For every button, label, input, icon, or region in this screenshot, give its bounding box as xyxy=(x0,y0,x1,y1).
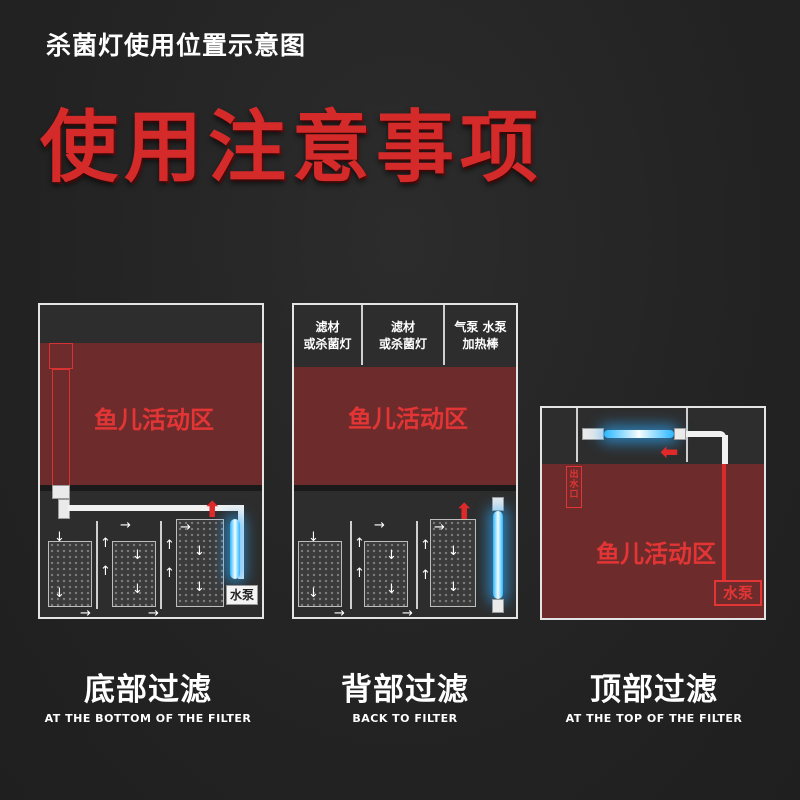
white-flow-arrow-icon: ↑ xyxy=(354,566,365,581)
white-flow-arrow-icon: → xyxy=(374,518,385,533)
white-flow-arrow-icon: ↑ xyxy=(354,536,365,551)
panel-top-filter: ⬅ 鱼儿活动区 出 水 口 水泵 xyxy=(540,406,766,620)
pump-pipe xyxy=(722,464,726,580)
white-flow-arrow-icon: ↑ xyxy=(420,538,431,553)
chamber-wall xyxy=(160,521,162,609)
fish-activity-zone xyxy=(542,464,764,618)
white-flow-arrow-icon: → xyxy=(402,606,413,619)
uv-lamp-cap xyxy=(582,428,604,440)
compartment-label-media: 滤材 或杀菌灯 xyxy=(378,320,427,351)
filter-divider xyxy=(40,485,262,491)
white-flow-arrow-icon: → xyxy=(434,520,445,535)
panel-bottom-filter: 鱼儿活动区 水泵 ⬆ ↓ ↓ ↑ ↑ → ↓ ↓ ↑ ↑ → ↓ ↓ → → xyxy=(38,303,264,619)
white-flow-arrow-icon: ↑ xyxy=(164,538,175,553)
caption-en-bottom-filter: AT THE BOTTOM OF THE FILTER xyxy=(44,712,252,725)
white-flow-arrow-icon: ↓ xyxy=(132,548,143,563)
page-title: 使用注意事项 xyxy=(40,103,545,193)
white-flow-arrow-icon: ↓ xyxy=(308,530,319,545)
uv-lamp-tube xyxy=(230,519,240,579)
fish-zone-label: 鱼儿活动区 xyxy=(348,405,468,433)
uv-lamp-cap xyxy=(492,497,504,511)
compartment-wall xyxy=(361,305,363,365)
filter-chamber xyxy=(48,541,92,607)
uv-lamp-tube xyxy=(604,430,674,438)
white-flow-arrow-icon: → xyxy=(120,518,131,533)
white-flow-arrow-icon: ↓ xyxy=(194,544,205,559)
compartment-label-media: 滤材 或杀菌灯 xyxy=(303,320,352,351)
red-arrow-icon: ⬆ xyxy=(455,500,474,525)
chamber-wall xyxy=(350,521,352,609)
white-flow-arrow-icon: ↓ xyxy=(54,586,65,601)
caption-en-back-filter: BACK TO FILTER xyxy=(352,712,458,725)
water-pump-box: 水泵 xyxy=(714,580,762,606)
panel-back-filter: 滤材 或杀菌灯 滤材 或杀菌灯 气泵 水泵 加热棒 鱼儿活动区 ⬆ ↓ ↓ ↑ … xyxy=(292,303,518,619)
white-flow-arrow-icon: → xyxy=(180,520,191,535)
diagram-subtitle: 杀菌灯使用位置示意图 xyxy=(46,31,307,60)
fish-zone-label: 鱼儿活动区 xyxy=(94,406,214,434)
uv-lamp-tube xyxy=(493,511,503,599)
compartment-wall xyxy=(576,408,578,462)
filter-chamber xyxy=(112,541,156,607)
outlet-pipe xyxy=(238,505,244,579)
red-arrow-icon: ⬅ xyxy=(660,440,679,465)
water-pump-box: 水泵 xyxy=(226,585,258,605)
chamber-wall xyxy=(96,521,98,609)
fish-activity-zone xyxy=(294,367,516,485)
white-flow-arrow-icon: ↓ xyxy=(448,544,459,559)
white-flow-arrow-icon: ↑ xyxy=(100,564,111,579)
white-flow-arrow-icon: ↓ xyxy=(194,580,205,595)
return-pipe xyxy=(722,435,728,465)
caption-back-filter: 背部过滤 xyxy=(341,672,469,708)
uv-lamp-cap xyxy=(492,599,504,613)
white-flow-arrow-icon: ↓ xyxy=(448,580,459,595)
compartment-wall xyxy=(443,305,445,365)
white-flow-arrow-icon: ↑ xyxy=(420,568,431,583)
white-flow-arrow-icon: ↑ xyxy=(100,536,111,551)
return-pipe xyxy=(686,431,726,437)
caption-en-top-filter: AT THE TOP OF THE FILTER xyxy=(565,712,743,725)
white-flow-arrow-icon: ↓ xyxy=(308,586,319,601)
white-flow-arrow-icon: → xyxy=(80,606,91,619)
caption-top-filter: 顶部过滤 xyxy=(590,672,718,708)
uv-lamp-cap xyxy=(674,428,686,440)
white-flow-arrow-icon: ↓ xyxy=(386,582,397,597)
inlet-pipe-outline xyxy=(49,343,73,369)
filter-chamber xyxy=(364,541,408,607)
compartment-label-equipment: 气泵 水泵 加热棒 xyxy=(454,320,507,351)
white-flow-arrow-icon: ↓ xyxy=(54,530,65,545)
filter-chamber xyxy=(430,519,476,607)
water-outlet-label: 出 水 口 xyxy=(566,466,582,508)
white-flow-arrow-icon: ↓ xyxy=(132,582,143,597)
white-flow-arrow-icon: → xyxy=(148,606,159,619)
outlet-pipe xyxy=(68,505,244,511)
filter-chamber xyxy=(176,519,224,607)
inlet-connector xyxy=(52,485,70,499)
white-flow-arrow-icon: ↑ xyxy=(164,566,175,581)
white-flow-arrow-icon: → xyxy=(334,606,345,619)
filter-divider xyxy=(294,485,516,491)
white-flow-arrow-icon: ↓ xyxy=(386,548,397,563)
filter-chamber xyxy=(298,541,342,607)
red-arrow-icon: ⬆ xyxy=(203,498,222,523)
fish-activity-zone xyxy=(40,343,262,485)
fish-zone-label: 鱼儿活动区 xyxy=(596,540,716,568)
inlet-pipe-outline xyxy=(52,369,70,489)
caption-bottom-filter: 底部过滤 xyxy=(84,672,212,708)
chamber-wall xyxy=(416,521,418,609)
